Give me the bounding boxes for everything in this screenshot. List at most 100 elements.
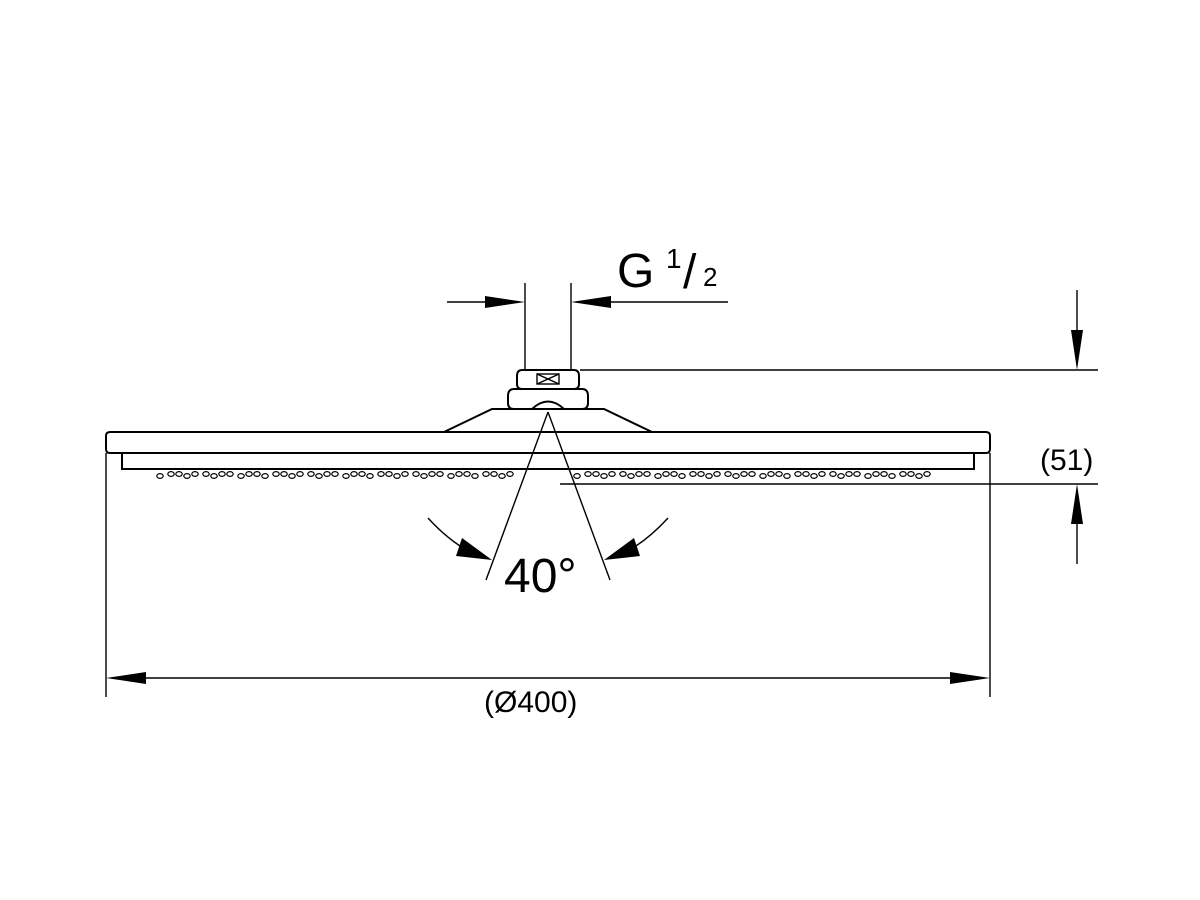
nozzle [358, 471, 366, 478]
diameter-dimension: (Ø400) [105, 453, 991, 719]
nozzle [818, 471, 826, 478]
diameter-arrow-right [950, 672, 990, 684]
nozzle [899, 471, 907, 478]
height-label: (51) [1040, 444, 1093, 477]
nozzle [315, 473, 323, 480]
angle-label: 40° [504, 550, 577, 603]
shower-head [105, 369, 991, 480]
nozzle [767, 471, 775, 478]
nozzle [794, 471, 802, 478]
nozzle [600, 473, 608, 480]
nozzle [156, 473, 164, 480]
nozzle [202, 471, 210, 478]
thread-prefix-label: G [617, 245, 654, 298]
nozzle [829, 471, 837, 478]
nozzle [253, 471, 261, 478]
nozzle [783, 473, 791, 480]
nozzle [393, 473, 401, 480]
nozzle [436, 471, 444, 478]
nozzle [342, 473, 350, 480]
nozzle [853, 471, 861, 478]
nozzle [191, 471, 199, 478]
spray-face [121, 452, 975, 470]
nozzle [689, 471, 697, 478]
thread-arrow-left [485, 296, 525, 308]
nozzle [447, 473, 455, 480]
nozzle [627, 473, 635, 480]
nozzle [506, 471, 514, 478]
angle-arrow-left [456, 538, 492, 560]
diameter-label: (Ø400) [484, 686, 577, 719]
nozzle [455, 471, 463, 478]
spray-angle-dimension: 40° [427, 411, 669, 603]
nozzle [471, 473, 479, 480]
nozzle [705, 473, 713, 480]
nozzle [643, 471, 651, 478]
nozzle [864, 473, 872, 480]
nozzle [428, 471, 436, 478]
nozzle [463, 471, 471, 478]
nozzle [837, 473, 845, 480]
nozzle [377, 471, 385, 478]
nozzle [608, 471, 616, 478]
height-arrow-bottom [1071, 484, 1083, 524]
nozzle [573, 473, 581, 480]
nozzle [167, 471, 175, 478]
height-dimension: (51) [560, 290, 1098, 564]
nozzle [350, 471, 358, 478]
nozzle [845, 471, 853, 478]
angle-arrow-right [604, 538, 640, 560]
spray-line-left [485, 411, 549, 581]
nozzle [482, 471, 490, 478]
thread-arrow-right [571, 296, 611, 308]
height-arrow-top [1071, 330, 1083, 370]
nozzle [880, 471, 888, 478]
nozzle [218, 471, 226, 478]
nozzle [802, 471, 810, 478]
nozzle [810, 473, 818, 480]
nozzle [619, 471, 627, 478]
nozzle [183, 473, 191, 480]
nozzle [888, 473, 896, 480]
nozzle [385, 471, 393, 478]
thread-numerator-label: 1 [666, 243, 682, 274]
spray-line-right [547, 411, 611, 581]
nozzle [175, 471, 183, 478]
nozzle [420, 473, 428, 480]
nozzle [261, 473, 269, 480]
nozzle [592, 471, 600, 478]
nozzle [775, 471, 783, 478]
nozzle [490, 471, 498, 478]
nozzle [307, 471, 315, 478]
swivel-joint [507, 388, 589, 410]
nozzle [872, 471, 880, 478]
nozzle [923, 471, 931, 478]
nut-marking-diag-2 [536, 373, 560, 385]
head-plate [105, 431, 991, 454]
nozzle [759, 473, 767, 480]
nozzle [724, 471, 732, 478]
nozzle [498, 473, 506, 480]
ball-joint [531, 400, 565, 410]
nozzle [697, 471, 705, 478]
nozzle [331, 471, 339, 478]
nozzle [635, 471, 643, 478]
thread-slash-label: / [683, 246, 697, 299]
nozzle [678, 473, 686, 480]
nozzle [670, 471, 678, 478]
nozzle [366, 473, 374, 480]
nozzle [288, 473, 296, 480]
nut-marking [536, 373, 560, 385]
nozzle [748, 471, 756, 478]
nozzle [272, 471, 280, 478]
nozzle [412, 471, 420, 478]
nozzle [732, 473, 740, 480]
nozzle [323, 471, 331, 478]
nozzle [654, 473, 662, 480]
nozzle [713, 471, 721, 478]
nozzle [907, 471, 915, 478]
nozzle [662, 471, 670, 478]
nozzle [915, 473, 923, 480]
diameter-arrow-left [106, 672, 146, 684]
